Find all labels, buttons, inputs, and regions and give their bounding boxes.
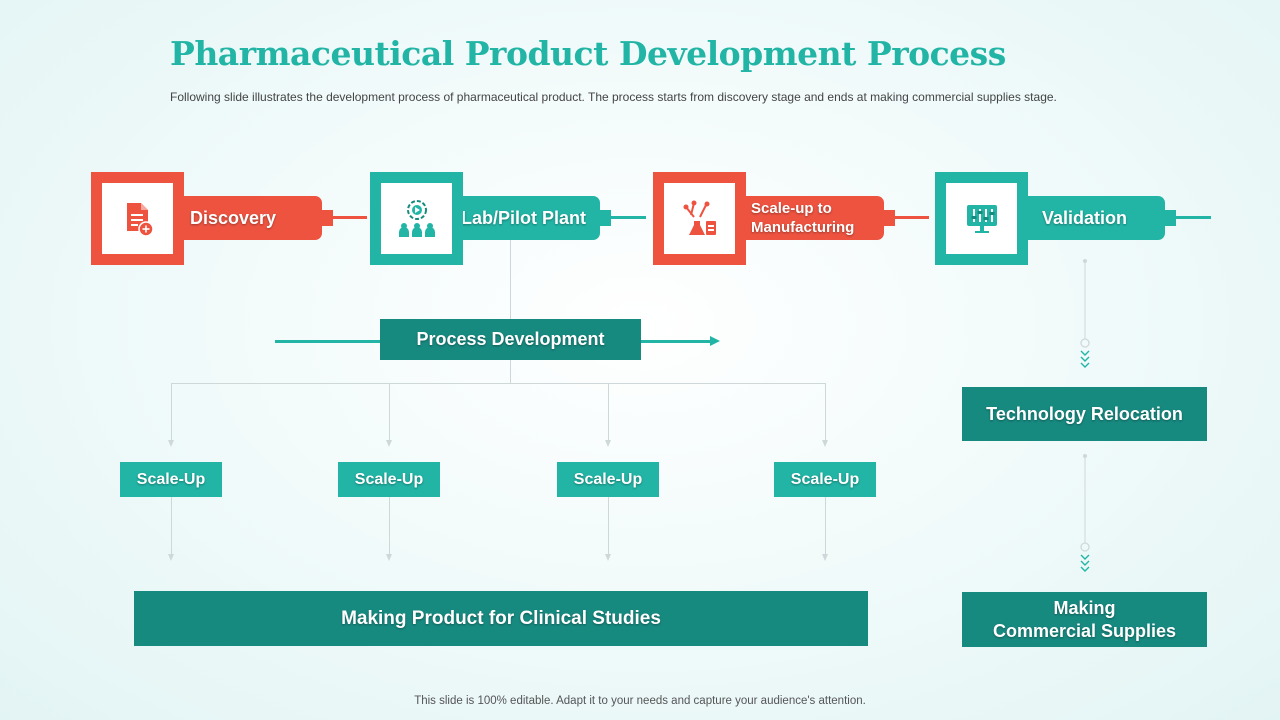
document-plus-icon (126, 202, 154, 237)
syringe-body: Lab/Pilot Plant (450, 196, 600, 240)
stage-label: Lab/Pilot Plant (461, 207, 587, 228)
process-development-box[interactable]: Process Development (380, 319, 641, 360)
syringe-body: Discovery (170, 196, 322, 240)
scale-up-box-2[interactable]: Scale-Up (338, 462, 440, 497)
scale-up-box-4[interactable]: Scale-Up (774, 462, 876, 497)
drop-line (389, 383, 390, 440)
syringe-hub (599, 210, 611, 226)
scale-up-label: Scale-Up (790, 470, 860, 488)
monitor-sliders-icon (966, 204, 997, 233)
branch-line (171, 383, 826, 384)
drop-arrowhead (605, 440, 611, 447)
scale-up-box-1[interactable]: Scale-Up (120, 462, 222, 497)
stage-label-line2: Manufacturing (751, 219, 855, 236)
connector-line (510, 240, 511, 383)
lab-flask-icon (683, 200, 716, 235)
drop-line (608, 383, 609, 440)
stage-icon-box (935, 172, 1028, 265)
scale-up-box-3[interactable]: Scale-Up (557, 462, 659, 497)
drop-line (171, 383, 172, 440)
drop-arrowhead (386, 554, 392, 561)
connector-chevrons (1080, 454, 1090, 572)
connector-chevrons (1080, 259, 1090, 368)
clinical-studies-label: Making Product for Clinical Studies (341, 607, 661, 629)
drop-line (608, 497, 609, 554)
clinical-studies-box[interactable]: Making Product for Clinical Studies (134, 591, 868, 646)
commercial-supplies-box[interactable]: Making Commercial Supplies (962, 592, 1207, 647)
technology-relocation-label: Technology Relocation (986, 403, 1183, 424)
commercial-supplies-line1: Making (1053, 597, 1116, 618)
drop-arrowhead (168, 440, 174, 447)
stage-label: Discovery (190, 207, 277, 228)
stage-label: Validation (1042, 207, 1128, 228)
syringe-needle (1176, 216, 1211, 219)
syringe-needle (611, 216, 646, 219)
commercial-supplies-line2: Commercial Supplies (992, 620, 1177, 641)
drop-line (389, 497, 390, 554)
drop-arrowhead (605, 554, 611, 561)
syringe-needle (895, 216, 929, 219)
page-title: Pharmaceutical Product Development Proce… (170, 34, 1006, 73)
drop-line (825, 383, 826, 440)
process-development-label: Process Development (416, 329, 605, 349)
footer-note: This slide is 100% editable. Adapt it to… (414, 695, 866, 707)
team-gear-icon (398, 199, 435, 237)
stage-icon-box (91, 172, 184, 265)
syringe-hub (883, 210, 895, 226)
drop-line (825, 497, 826, 554)
scale-up-label: Scale-Up (136, 470, 206, 488)
drop-arrowhead (168, 554, 174, 561)
stage-icon-box (370, 172, 463, 265)
syringe-body: Scale-up to Manufacturing (733, 196, 884, 240)
syringe-hub (1164, 210, 1176, 226)
drop-arrowhead (822, 554, 828, 561)
technology-relocation-box[interactable]: Technology Relocation (962, 387, 1207, 441)
stage-label-line1: Scale-up to (751, 200, 832, 217)
scale-up-label: Scale-Up (573, 470, 643, 488)
stage-icon-box (653, 172, 746, 265)
page-subtitle: Following slide illustrates the developm… (170, 90, 1057, 104)
syringe-body: Validation (1015, 196, 1165, 240)
process-arrow-head (710, 336, 720, 346)
syringe-needle (333, 216, 367, 219)
drop-arrowhead (386, 440, 392, 447)
syringe-hub (321, 210, 333, 226)
scale-up-label: Scale-Up (354, 470, 424, 488)
drop-line (171, 497, 172, 554)
drop-arrowhead (822, 440, 828, 447)
